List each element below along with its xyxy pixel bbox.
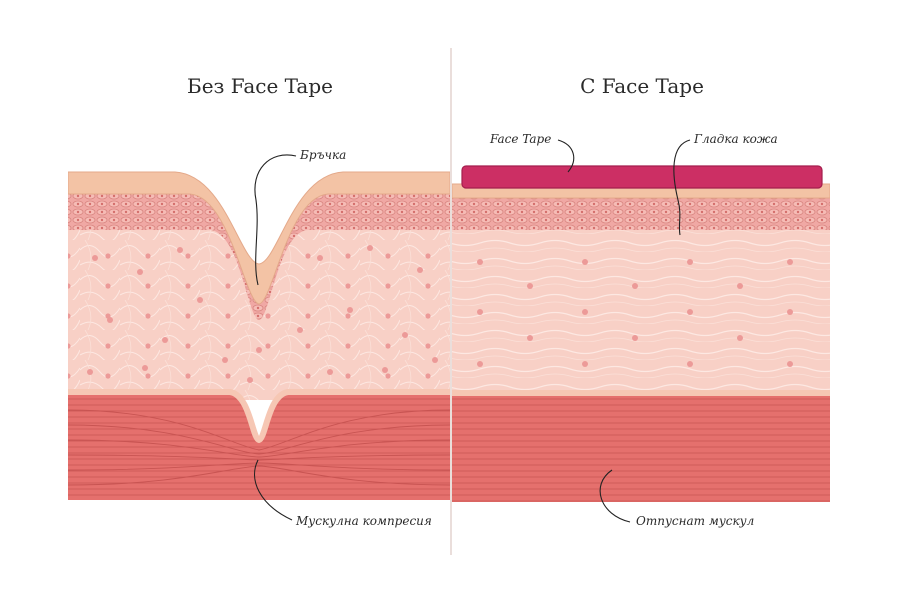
right-skin-section [452, 184, 830, 502]
left-muscle [68, 392, 450, 500]
right-cell-layer [452, 196, 830, 230]
label-smooth-skin: Гладка кожа [694, 132, 778, 146]
label-wrinkle: Бръчка [300, 148, 346, 162]
face-tape-strip [462, 166, 822, 188]
right-panel-title: С Face Tape [492, 74, 792, 98]
label-relaxed-muscle: Отпуснат мускул [636, 514, 754, 528]
label-face-tape: Face Tape [490, 132, 551, 146]
right-dermis [452, 228, 830, 398]
left-skin-section [68, 172, 450, 500]
left-panel-title: Без Face Tape [110, 74, 410, 98]
label-muscle-compression: Мускулна компресия [296, 514, 432, 528]
right-muscle [452, 394, 830, 502]
